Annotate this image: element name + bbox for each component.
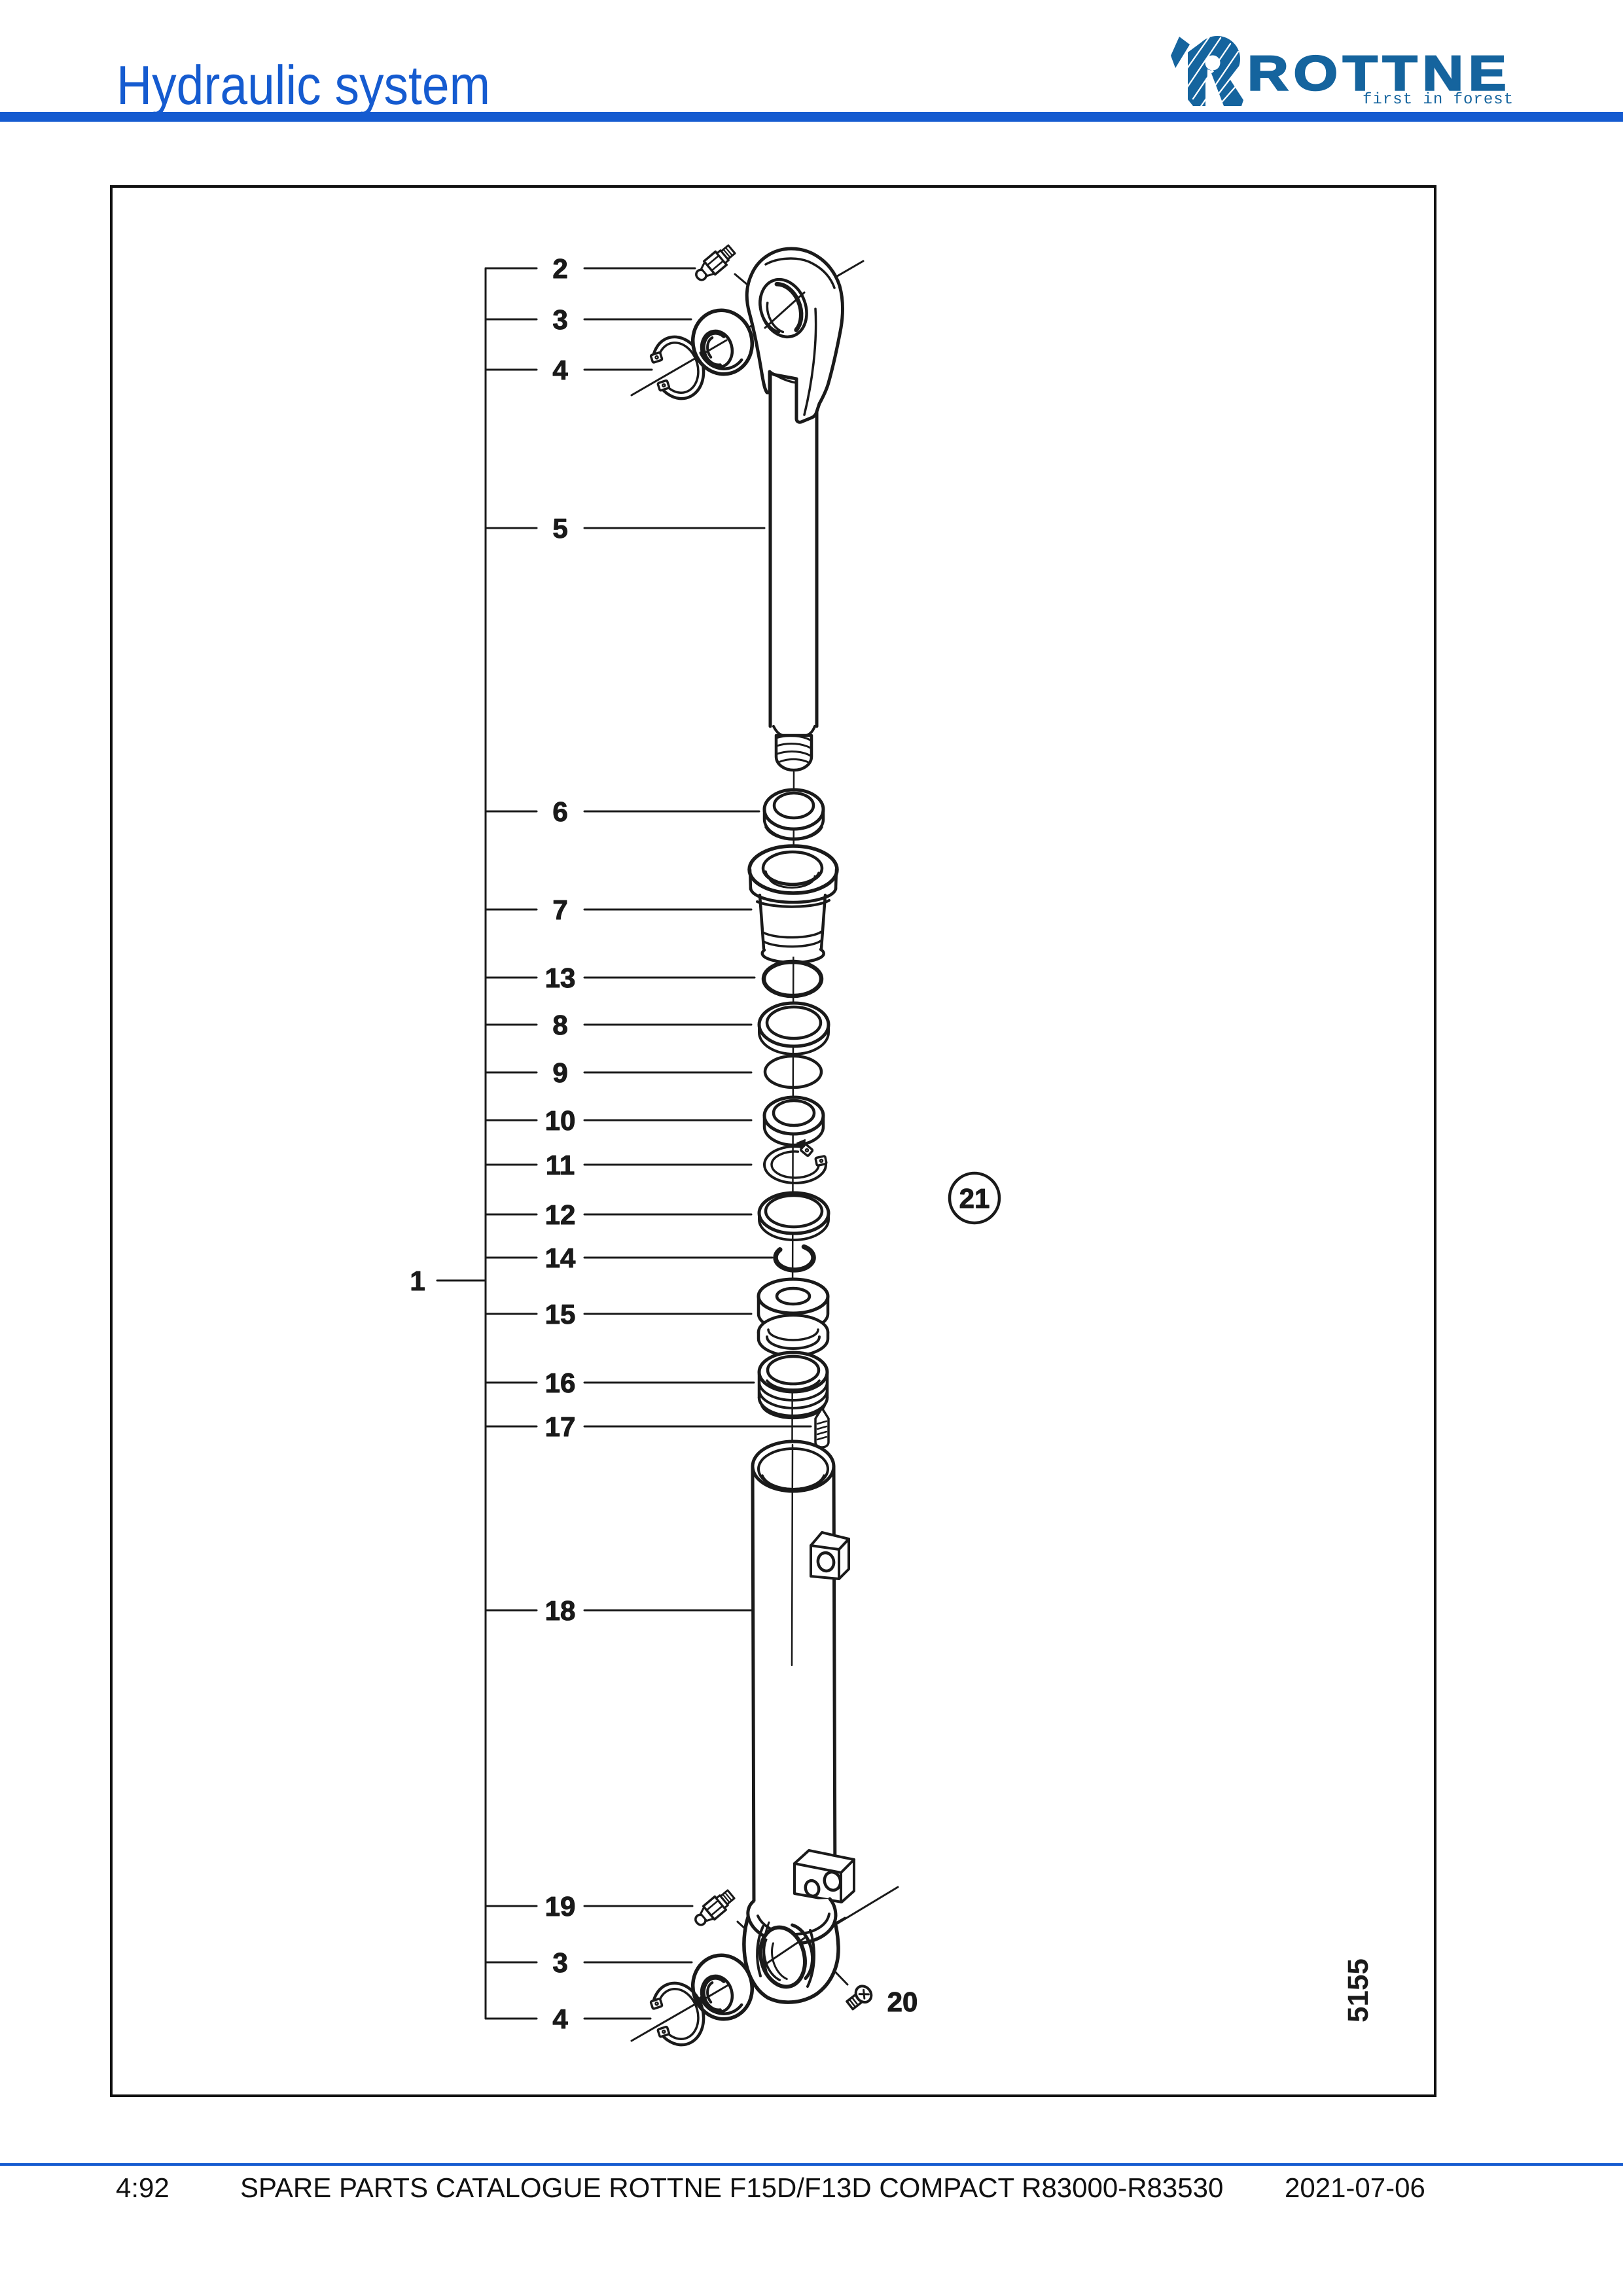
svg-text:9: 9 [552,1057,567,1088]
svg-text:7: 7 [552,894,567,925]
svg-text:16: 16 [545,1368,576,1398]
svg-text:10: 10 [545,1105,576,1136]
svg-text:8: 8 [552,1010,567,1040]
svg-text:2: 2 [552,253,567,284]
svg-text:3: 3 [552,304,567,335]
svg-text:15: 15 [545,1299,576,1330]
svg-text:21: 21 [959,1183,990,1214]
svg-text:17: 17 [545,1411,576,1442]
svg-text:13: 13 [545,963,576,993]
svg-text:6: 6 [552,796,567,827]
svg-text:18: 18 [545,1595,576,1626]
svg-text:14: 14 [545,1243,576,1273]
svg-text:12: 12 [545,1199,576,1230]
svg-text:3: 3 [552,1947,567,1978]
svg-text:11: 11 [546,1150,575,1180]
svg-text:4: 4 [552,355,568,385]
svg-text:20: 20 [887,1987,918,2017]
svg-text:1: 1 [410,1265,425,1296]
svg-text:19: 19 [545,1891,576,1922]
svg-text:4: 4 [552,2004,568,2034]
svg-text:5: 5 [552,513,567,544]
